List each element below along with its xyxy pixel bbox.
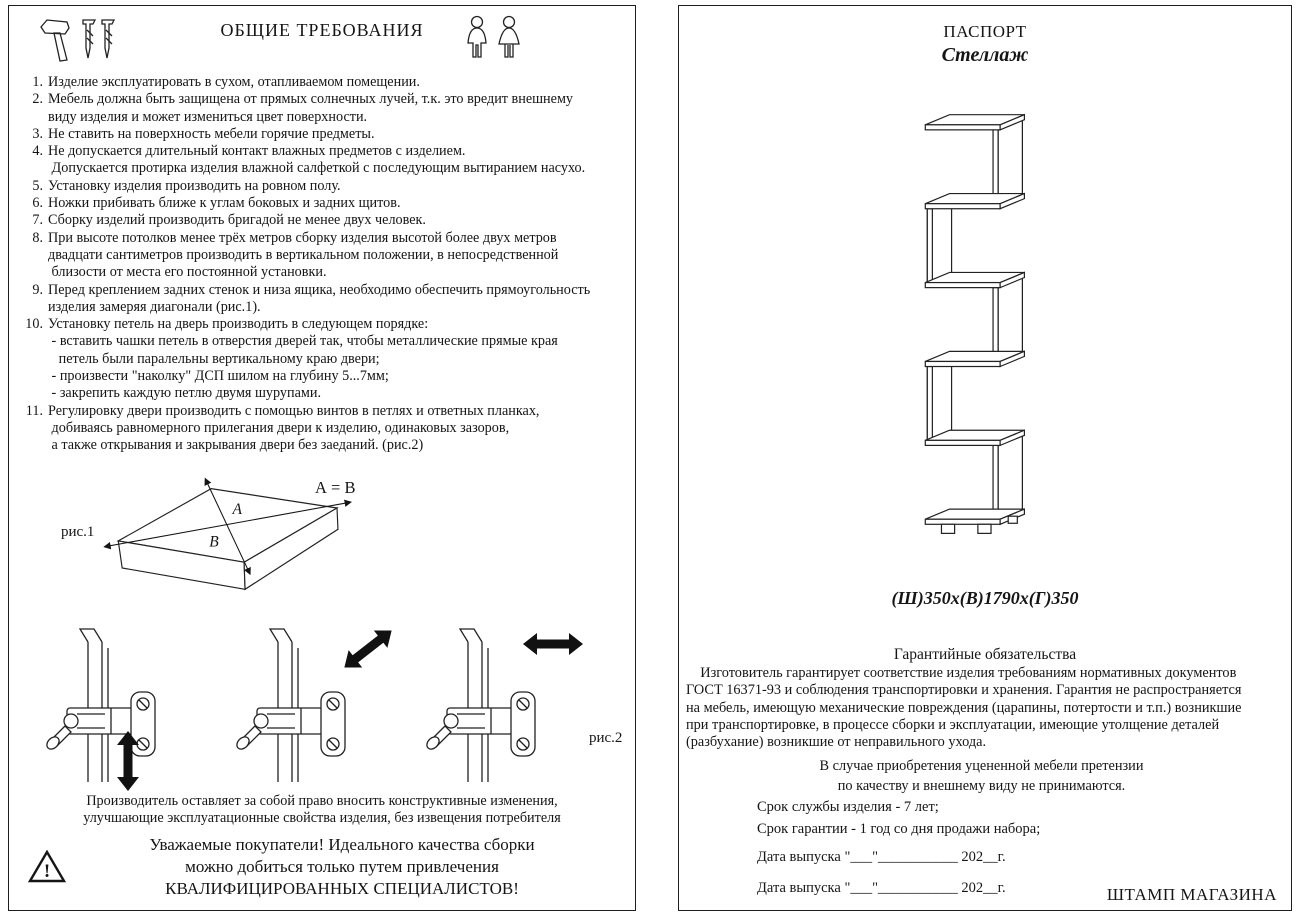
requirement-item: 3. Не ставить на поверхность мебели горяч…: [15, 126, 632, 143]
horizontal-adjust-arrow: [523, 633, 583, 655]
diagonal-b-label: В: [209, 534, 219, 551]
requirement-item: 8. При высоте потолков менее трёх метров …: [15, 230, 632, 282]
requirement-text: Сборку изделий производить бригадой не м…: [48, 212, 426, 229]
page-passport: ПАСПОРТ Стеллаж: [678, 5, 1292, 911]
requirement-item: 6. Ножки прибивать ближе к углам боковых …: [15, 195, 632, 212]
requirement-item: 2. Мебель должна быть защищена от прямых …: [15, 91, 632, 126]
warranty-title: Гарантийные обязательства: [893, 646, 1077, 663]
requirement-item: 10. Установку петель на дверь производить…: [15, 316, 632, 402]
two-people-icon: [467, 15, 520, 58]
requirement-number: 6.: [32, 195, 43, 212]
requirement-item: 9. Перед креплением задних стенок и низа …: [15, 282, 632, 317]
requirement-number: 7.: [32, 212, 43, 229]
warning-glyph: !: [44, 861, 50, 882]
requirement-item: 4. Не допускается длительный контакт влаж…: [15, 143, 632, 178]
figure1-label: рис.1: [61, 524, 95, 540]
product-dimensions: (Ш)350х(В)1790х(Г)350: [891, 588, 1079, 608]
requirement-item: 1. Изделие эксплуатировать в сухом, отапл…: [15, 74, 632, 91]
requirement-text: Не допускается длительный контакт влажны…: [48, 143, 586, 177]
figure2-label: рис.2: [589, 730, 623, 746]
claims-text: В случае приобретения уцененной мебели п…: [819, 758, 1144, 794]
requirement-item: 7. Сборку изделий производить бригадой не…: [15, 212, 632, 229]
release-date-line-1: Дата выпуска "___"___________ 202__г.: [757, 849, 1006, 865]
product-name: Стеллаж: [941, 44, 1029, 66]
passport-title: ПАСПОРТ: [943, 22, 1027, 41]
warning-block: ! Уважаемые покупатели! Идеального качес…: [27, 834, 617, 900]
requirement-text: Перед креплением задних стенок и низа ящ…: [48, 281, 591, 315]
page-general-requirements: ОБЩИЕ ТРЕБОВАНИЯ 1. Изделие эксплуатирова…: [8, 5, 636, 911]
requirement-number: 5.: [32, 177, 43, 194]
requirement-number: 2.: [32, 91, 43, 108]
requirement-number: 4.: [32, 143, 43, 160]
figure1-formula: А = В: [315, 478, 356, 497]
warranty-text: Изготовитель гарантирует соответствие из…: [686, 665, 1242, 751]
page-title: ОБЩИЕ ТРЕБОВАНИЯ: [220, 20, 424, 40]
requirement-text: Ножки прибивать ближе к углам боковых и …: [48, 195, 401, 212]
requirement-number: 10.: [25, 316, 43, 333]
manufacturer-note: Производитель оставляет за собой право в…: [83, 793, 561, 826]
diagonal-adjust-arrow: [337, 622, 399, 677]
figure1-diagonals-diagram: А В: [103, 477, 353, 591]
warranty-period-line: Срок гарантии - 1 год со дня продажи наб…: [757, 821, 1041, 837]
shelf-tower-drawing: [924, 113, 1026, 534]
warning-triangle-icon: !: [27, 849, 67, 883]
hinge-adjustment-diagrams: [43, 622, 583, 791]
store-stamp-label: ШТАМП МАГАЗИНА: [1106, 885, 1277, 904]
requirement-text: Установку изделия производить на ровном …: [48, 177, 341, 194]
warning-text: Уважаемые покупатели! Идеального качеств…: [149, 835, 535, 898]
requirement-text: Не ставить на поверхность мебели горячие…: [48, 125, 375, 142]
requirement-text: Регулировку двери производить с помощью …: [48, 402, 540, 454]
requirement-number: 8.: [32, 229, 43, 246]
requirement-item: 5. Установку изделия производить на ровно…: [15, 178, 632, 195]
release-date-line-2: Дата выпуска "___"___________ 202__г.: [757, 880, 1006, 896]
requirement-item: 11. Регулировку двери производить с помощ…: [15, 403, 632, 455]
requirement-text: Мебель должна быть защищена от прямых со…: [48, 91, 574, 125]
diagonal-a-label: А: [231, 501, 242, 518]
requirement-number: 11.: [25, 402, 43, 419]
requirement-text: Установку петель на дверь производить в …: [48, 316, 558, 402]
requirement-text: Изделие эксплуатировать в сухом, отаплив…: [48, 74, 420, 90]
requirement-number: 3.: [32, 125, 43, 142]
hammer-and-drill-bits-icon: [40, 19, 116, 62]
requirements-list: 1. Изделие эксплуатировать в сухом, отапл…: [15, 74, 632, 455]
requirement-number: 9.: [32, 281, 43, 298]
service-life-line: Срок службы изделия - 7 лет;: [757, 799, 939, 815]
requirement-number: 1.: [32, 74, 43, 90]
requirement-text: При высоте потолков менее трёх метров сб…: [48, 229, 559, 281]
